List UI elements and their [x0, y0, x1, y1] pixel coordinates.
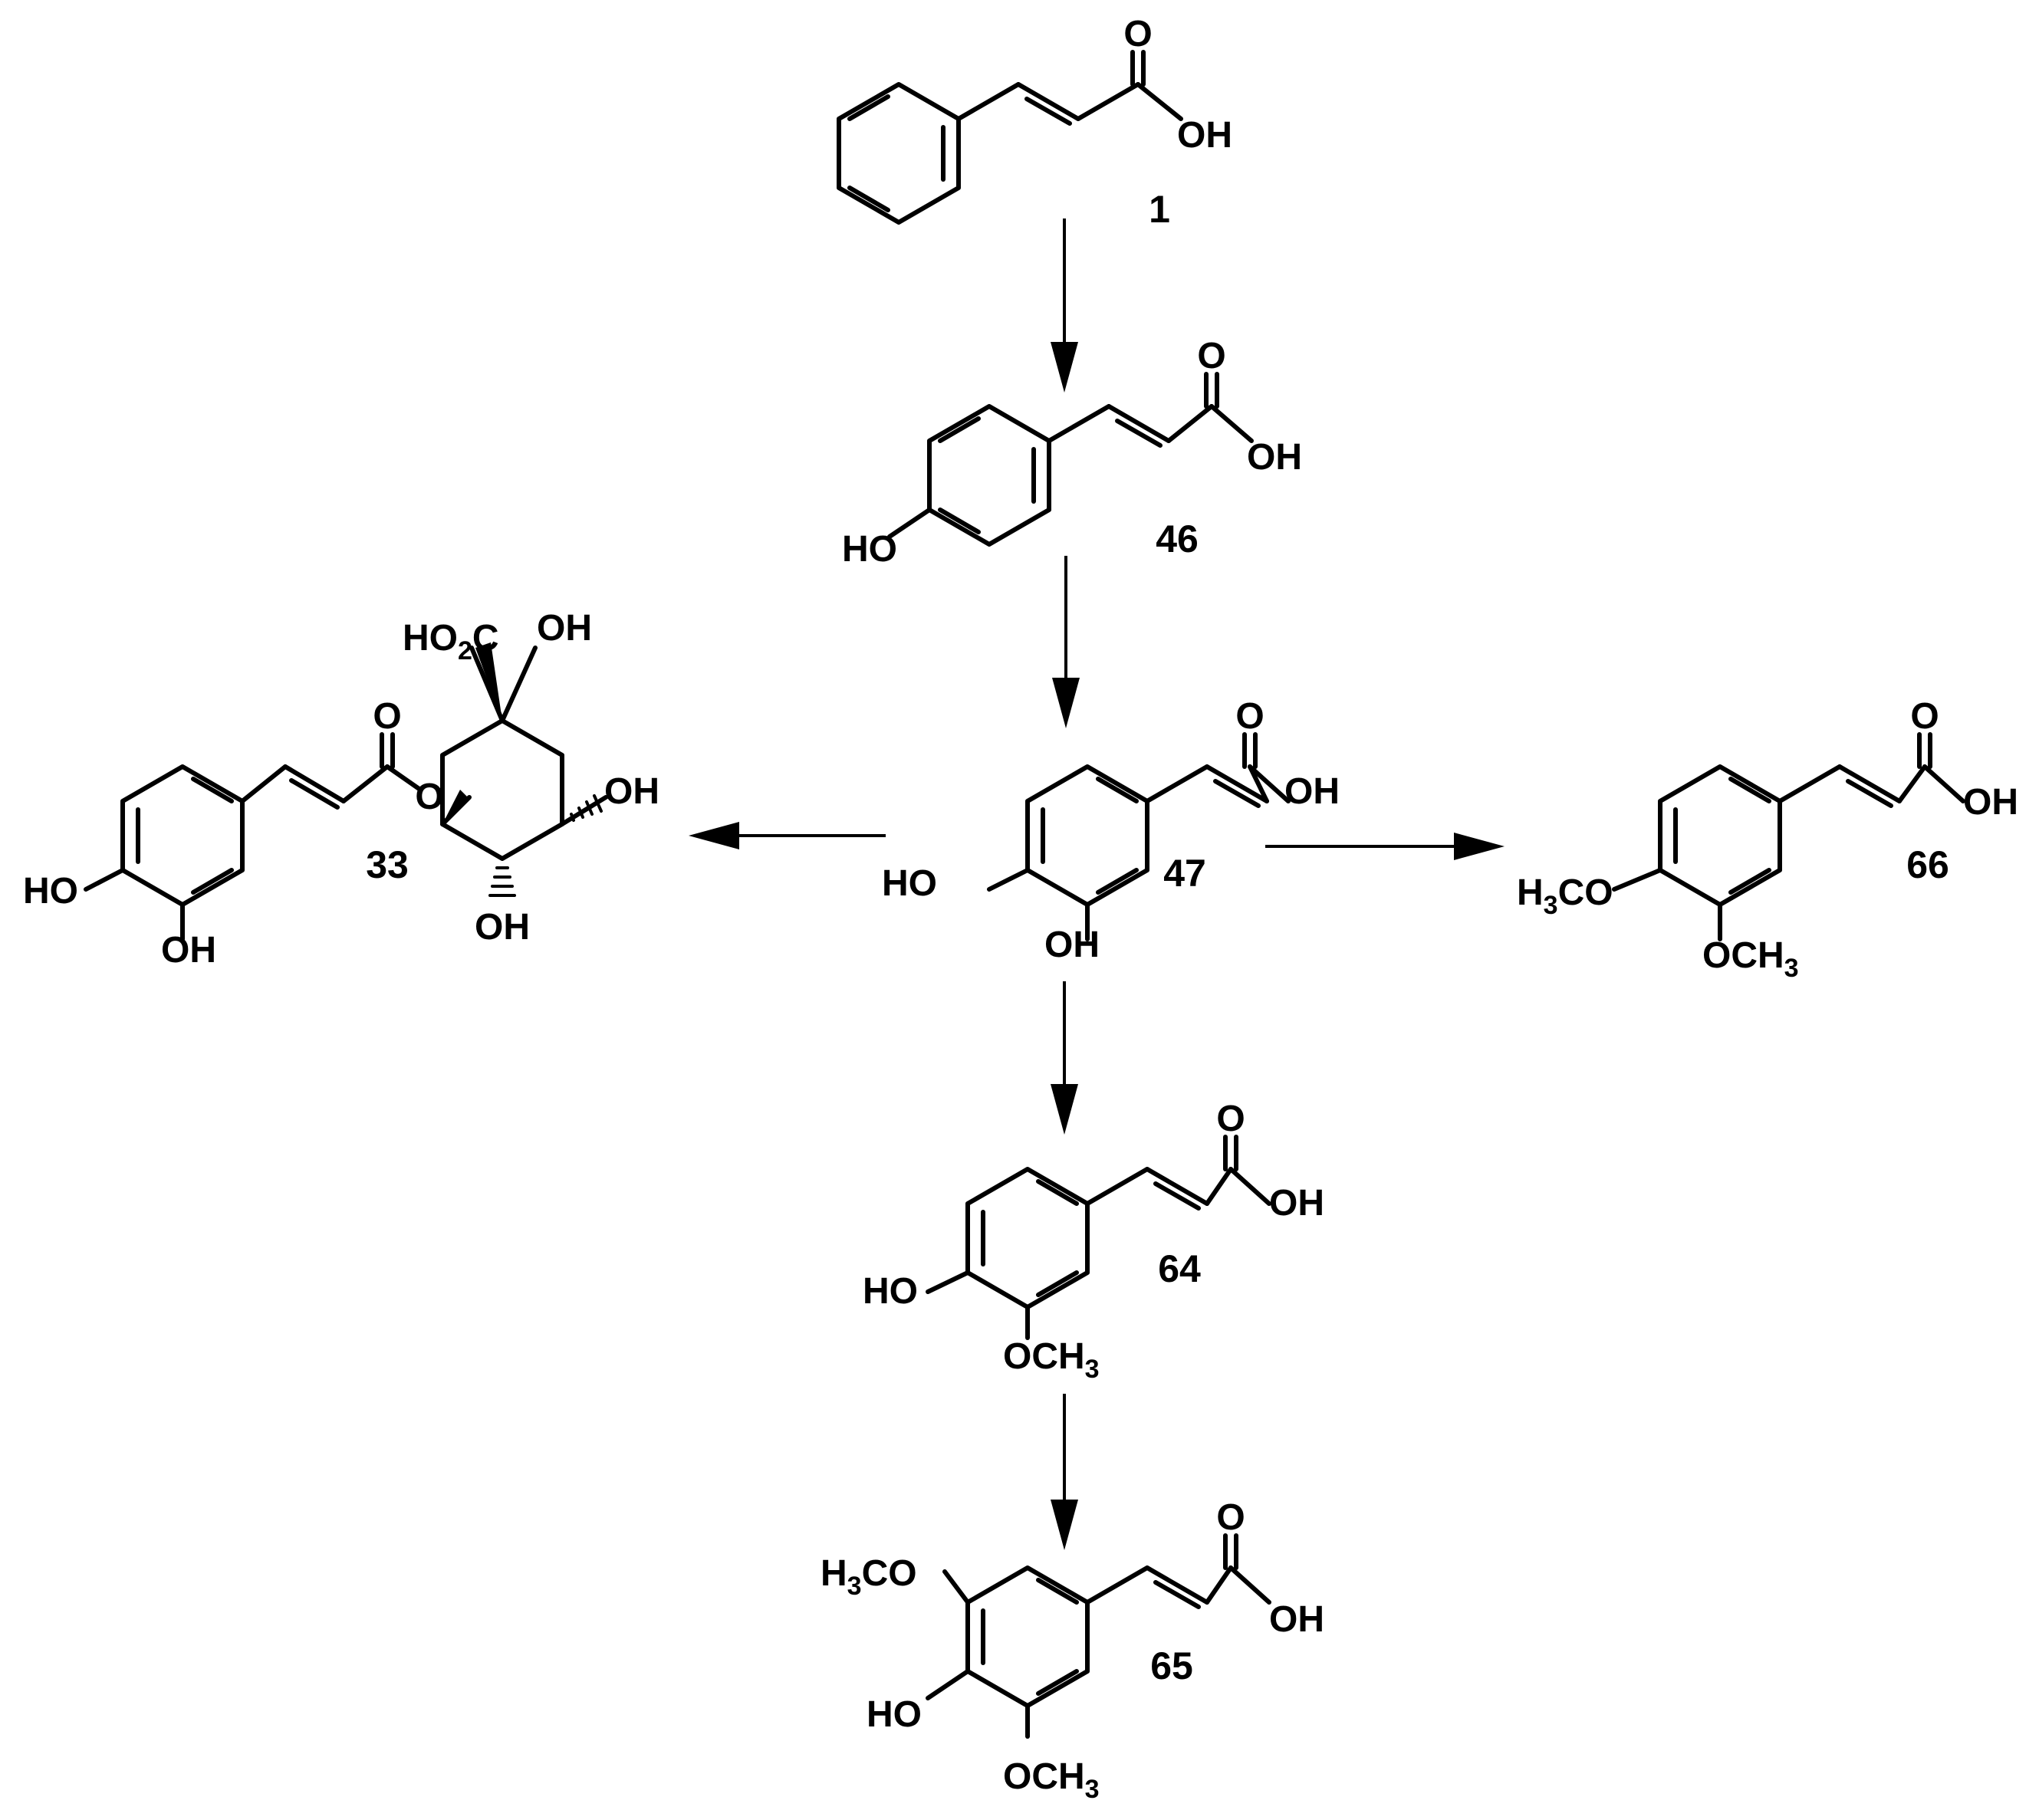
compound-64-methoxy-sub: 3	[1085, 1355, 1100, 1384]
compound-33-oh-top: OH	[537, 608, 592, 649]
compound-66-methoxy-3: OCH3	[1702, 935, 1799, 983]
compound-66-methoxy-3-och: OCH	[1702, 935, 1784, 976]
compound-46-carbonyl-o: O	[1197, 336, 1225, 376]
compound-65-methoxy-3: OCH3	[1003, 1756, 1100, 1804]
compound-65-number: 65	[1150, 1644, 1193, 1687]
compound-66-number: 66	[1906, 843, 1949, 886]
compound-47-hydroxyl: OH	[1284, 771, 1340, 812]
arrow-47-to-33	[689, 822, 886, 849]
compound-46: O OH HO 46	[842, 336, 1302, 570]
compound-47: O OH HO OH 47	[882, 696, 1340, 965]
compound-66-methoxy-4-sub: 3	[1544, 891, 1558, 920]
compound-64-methoxy-och: OCH	[1003, 1336, 1085, 1377]
compound-33-carbonyl-o: O	[373, 696, 401, 737]
compound-65: O OH H3CO HO OCH3 65	[821, 1497, 1324, 1804]
compound-46-bonds	[887, 372, 1254, 547]
arrow-47-to-64	[1051, 981, 1078, 1135]
compound-64-number: 64	[1158, 1247, 1201, 1290]
compound-1-carbonyl-o: O	[1123, 14, 1152, 54]
compound-65-bonds	[926, 1533, 1271, 1739]
compound-65-methoxy-5-sub: 3	[847, 1572, 862, 1601]
compound-33-phenol-4: HO	[23, 871, 78, 912]
compound-66-methoxy-3-sub: 3	[1784, 954, 1799, 983]
compound-33-wedge-carboxyl	[475, 642, 502, 721]
compound-47-phenol-4: HO	[882, 863, 937, 904]
compound-47-carbonyl-o: O	[1235, 696, 1264, 737]
compound-66-methoxy-4-co: CO	[1558, 872, 1613, 913]
compound-66: O OH H3CO OCH3 66	[1517, 696, 2018, 983]
compound-66-hydroxyl: OH	[1963, 782, 2018, 823]
arrow-47-to-66	[1265, 833, 1505, 860]
compound-33-carboxyl-ho: HO	[403, 618, 458, 659]
compound-65-methoxy-3-och: OCH	[1003, 1756, 1085, 1797]
compound-66-bonds	[1612, 732, 1965, 941]
compound-33-oh-right: OH	[604, 771, 659, 812]
compound-64: O OH HO OCH3 64	[863, 1099, 1324, 1384]
compound-64-methoxy: OCH3	[1003, 1336, 1100, 1384]
compound-33-carboxyl: HO2C	[403, 618, 499, 665]
compound-33-number: 33	[366, 843, 409, 886]
compound-47-number: 47	[1163, 852, 1206, 895]
arrow-46-to-47	[1052, 556, 1080, 728]
compound-65-methoxy-5: H3CO	[821, 1553, 917, 1601]
compound-46-number: 46	[1156, 517, 1199, 560]
compound-1-number: 1	[1149, 188, 1170, 231]
compound-65-hydroxyl: OH	[1269, 1599, 1324, 1640]
compound-66-carbonyl-o: O	[1910, 696, 1939, 737]
compound-33: O O HO2C OH OH OH HO OH 33	[23, 608, 659, 971]
compound-64-carbonyl-o: O	[1216, 1099, 1245, 1139]
compound-66-methoxy-4-h: H	[1517, 872, 1544, 913]
arrow-64-to-65	[1051, 1394, 1078, 1550]
compound-33-bonds	[84, 646, 608, 941]
compound-66-methoxy-4: H3CO	[1517, 872, 1613, 920]
compound-47-phenol-3: OH	[1044, 925, 1100, 965]
compound-65-methoxy-5-co: CO	[862, 1553, 917, 1594]
compound-33-oh-bottom: OH	[475, 907, 530, 948]
compound-65-methoxy-5-h: H	[821, 1553, 847, 1594]
compound-1: O OH 1	[837, 14, 1232, 231]
compound-64-phenol: HO	[863, 1271, 918, 1312]
compound-33-hash-bottom	[488, 866, 516, 897]
compound-46-phenol: HO	[842, 529, 897, 570]
compound-33-hash-right	[570, 794, 603, 822]
compound-33-phenol-3: OH	[161, 930, 216, 971]
compound-1-bonds	[837, 50, 1183, 225]
compound-65-methoxy-3-sub: 3	[1085, 1775, 1100, 1804]
compound-33-wedge-ester	[442, 790, 469, 824]
arrow-1-to-46	[1051, 218, 1078, 393]
compound-1-hydroxyl: OH	[1177, 115, 1232, 156]
compound-47-bonds	[987, 732, 1291, 941]
compound-64-hydroxyl: OH	[1269, 1183, 1324, 1224]
compound-65-phenol: HO	[867, 1694, 922, 1735]
compound-33-carboxyl-sub: 2	[458, 636, 472, 665]
compound-64-bonds	[926, 1135, 1271, 1340]
compound-46-hydroxyl: OH	[1247, 437, 1302, 478]
compound-33-ester-o: O	[415, 777, 443, 817]
compound-65-carbonyl-o: O	[1216, 1497, 1245, 1538]
compound-33-carboxyl-c: C	[472, 618, 499, 659]
